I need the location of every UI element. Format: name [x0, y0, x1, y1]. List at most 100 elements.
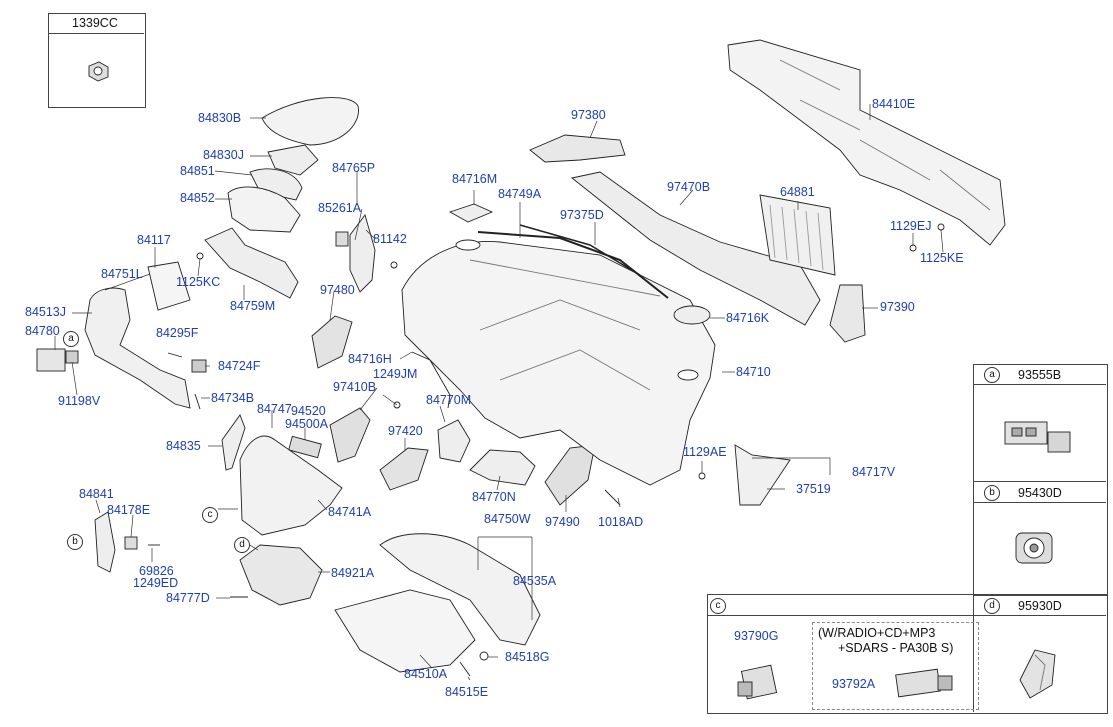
label-84716h: 84716H: [348, 352, 392, 366]
label-84535a: 84535A: [513, 574, 557, 588]
box-d-code: 95930D: [1018, 599, 1062, 613]
label-97410b: 97410B: [333, 380, 377, 394]
row-a-header: [973, 364, 1106, 385]
label-84513j: 84513J: [25, 305, 67, 319]
box-1339cc: [48, 13, 146, 108]
part-84410e-shape: [727, 39, 1006, 246]
label-84510a: 84510A: [404, 667, 448, 681]
label-84749a: 84749A: [498, 187, 542, 201]
label-91198v: 91198V: [58, 394, 101, 408]
part-97420-shape: [379, 447, 429, 491]
box-c-note-line2: +SDARS - PA30B S): [838, 641, 954, 655]
part-81142-shape: [349, 214, 376, 293]
radio-variant-frame: [812, 622, 979, 710]
part-84117-shape: [147, 261, 191, 311]
label-97390: 97390: [880, 300, 915, 314]
label-97480: 97480: [320, 283, 355, 297]
part-84770m-shape: [437, 419, 471, 463]
part-84749a-shape: [477, 231, 669, 299]
marker-c: c: [710, 598, 726, 614]
label-84852: 84852: [180, 191, 215, 205]
callout-b: b: [67, 534, 83, 550]
label-84747: 84747: [257, 402, 292, 416]
marker-a: a: [984, 367, 1000, 383]
label-84780: 84780: [25, 324, 60, 338]
switch-93555b-icon: [1004, 421, 1071, 453]
label-84117: 84117: [137, 233, 171, 247]
label-84295f: 84295F: [156, 326, 199, 340]
label-97380: 97380: [571, 108, 606, 122]
marker-d: d: [984, 598, 1000, 614]
bracket-95930d-icon: [1019, 649, 1056, 699]
label-84777d: 84777D: [166, 591, 210, 605]
label-84921a: 84921A: [331, 566, 375, 580]
box-1339cc-header: [48, 13, 144, 34]
right-parts-table: [973, 364, 1108, 596]
part-84751l-shape: [84, 287, 191, 409]
box-c-note-code: 93792A: [832, 677, 876, 691]
box-c-code: 93790G: [734, 629, 779, 643]
box-c-note-line1: (W/RADIO+CD+MP3: [818, 626, 936, 640]
part-84770n-shape: [469, 449, 536, 486]
label-64881: 64881: [780, 185, 815, 199]
jack-93790g-icon: [737, 664, 778, 700]
label-1249ed: 1249ED: [133, 576, 179, 590]
label-81142: 81142: [373, 232, 407, 246]
label-97470b: 97470B: [667, 180, 711, 194]
label-94500a: 94500A: [285, 417, 329, 431]
part-97490-shape: [544, 444, 596, 506]
label-84724f: 84724F: [218, 359, 261, 373]
label-94520: 94520: [291, 404, 326, 418]
part-84852-shape: [227, 186, 301, 233]
box-1339cc-code: 1339CC: [72, 16, 118, 30]
callout-c: c: [202, 507, 218, 523]
label-84770m: 84770M: [426, 393, 472, 407]
part-84830b-shape: [261, 97, 359, 146]
label-85261a: 85261A: [318, 201, 362, 215]
label-1129ej: 1129EJ: [890, 219, 932, 233]
label-1018ad: 1018AD: [598, 515, 644, 529]
label-84830b: 84830B: [198, 111, 242, 125]
label-97490: 97490: [545, 515, 580, 529]
label-84851: 84851: [180, 164, 215, 178]
label-84830j: 84830J: [203, 148, 245, 162]
label-84841: 84841: [79, 487, 114, 501]
box-a-code: 93555B: [1018, 368, 1062, 382]
part-84835-shape: [221, 414, 246, 471]
part-97410b-shape: [329, 407, 371, 463]
label-84751l: 84751L: [101, 267, 143, 281]
part-84830j-shape: [267, 144, 319, 176]
label-84716k: 84716K: [726, 311, 770, 325]
label-84759m: 84759M: [230, 299, 276, 313]
part-84716m-shape: [448, 203, 494, 223]
col-d-divider: [973, 594, 974, 712]
part-97375d-shape: [519, 224, 641, 276]
label-1249jm: 1249JM: [373, 367, 418, 381]
power-outlet-95430d-icon: [1015, 532, 1053, 564]
box-b-code: 95430D: [1018, 486, 1062, 500]
row-cd-header: [707, 594, 1106, 616]
label-84515e: 84515E: [445, 685, 489, 699]
part-84759m-shape: [204, 227, 299, 299]
part-84841-shape: [94, 511, 116, 573]
row-b-divider: [973, 481, 1106, 503]
part-84717v-shape: [734, 444, 791, 506]
label-69826: 69826: [139, 564, 174, 578]
label-84835: 84835: [166, 439, 201, 453]
part-84750w-shape: [379, 533, 541, 646]
jack-93792a-icon: [895, 668, 953, 698]
part-84710-crash-pad-shape: [401, 240, 716, 486]
label-37519: 37519: [796, 482, 831, 496]
label-84734b: 84734B: [211, 391, 255, 405]
label-97375d: 97375D: [560, 208, 604, 222]
label-84770n: 84770N: [472, 490, 516, 504]
label-1129ae: 1129AE: [683, 445, 727, 459]
label-84741a: 84741A: [328, 505, 372, 519]
label-1125ke: 1125KE: [920, 251, 964, 265]
part-64881-shape: [759, 194, 836, 276]
label-84716m: 84716M: [452, 172, 498, 186]
label-84178e: 84178E: [107, 503, 151, 517]
label-84710: 84710: [736, 365, 771, 379]
